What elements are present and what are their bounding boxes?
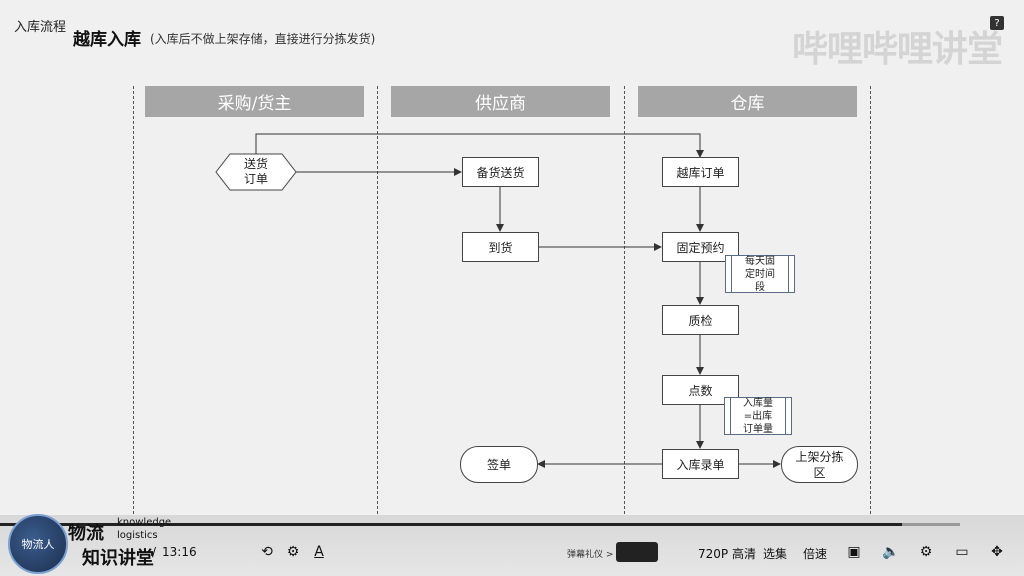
note-line: =出库 <box>743 410 773 422</box>
node-sign: 签单 <box>460 446 538 483</box>
speed-button[interactable]: 倍速 <box>803 547 828 561</box>
danmaku-toggle-icon[interactable]: ▣ <box>847 544 861 560</box>
node-shelve-sort: 上架分拣 区 <box>781 446 858 483</box>
slide-subtitle: (入库后不做上架存储，直接进行分拣发货) <box>150 32 376 46</box>
slide-title: 越库入库 <box>73 30 141 50</box>
node-prepare-ship: 备货送货 <box>462 157 539 187</box>
note-line: 入库量 <box>743 397 773 409</box>
flow-connectors <box>215 133 781 468</box>
avatar[interactable]: 物流人 <box>8 514 68 574</box>
note-appointment: 每天固 定时间 段 <box>725 255 795 293</box>
lane-divider <box>624 86 625 514</box>
danmaku-etiquette-link[interactable]: 弹幕礼仪 > <box>567 550 614 560</box>
node-receipt-entry: 入库录单 <box>662 449 739 479</box>
brand-en-line1: knowledge <box>117 517 172 528</box>
time-separator: / <box>152 545 157 559</box>
help-icon[interactable]: ? <box>990 16 1004 30</box>
watermark-logo: 哔哩哔哩讲堂 <box>791 29 1003 70</box>
loop-icon[interactable]: ⟲ <box>261 544 273 560</box>
settings-gear-icon[interactable]: ⚙ <box>919 544 933 560</box>
node-shelve-line1: 上架分拣 <box>795 449 844 464</box>
danmaku-settings-icon[interactable]: ⚙ <box>286 544 300 560</box>
node-shelve-line2: 区 <box>813 465 826 480</box>
subtitle-icon[interactable]: A <box>314 544 324 560</box>
section-label: 入库流程 <box>14 20 67 35</box>
brand-text-1: 物流 <box>68 523 104 544</box>
slide: 入库流程 越库入库 (入库后不做上架存储，直接进行分拣发货) 哔哩哔哩讲堂 ? … <box>14 16 1004 514</box>
node-deliver-order: 送货 订单 <box>216 154 296 190</box>
fullscreen-icon[interactable]: ✥ <box>991 544 1003 560</box>
node-quality-check: 质检 <box>662 305 739 335</box>
lane-divider <box>133 86 134 514</box>
node-deliver-line2: 订单 <box>243 172 268 186</box>
node-arrival: 到货 <box>462 232 539 262</box>
danmaku-input[interactable] <box>616 542 658 562</box>
note-count: 入库量 =出库 订单量 <box>724 397 792 435</box>
node-deliver-line1: 送货 <box>243 157 268 171</box>
lane-divider <box>377 86 378 514</box>
note-line: 段 <box>755 281 765 293</box>
note-line: 定时间 <box>745 268 775 280</box>
brand-english: knowledge logistics <box>117 516 171 542</box>
node-cross-dock-order: 越库订单 <box>662 157 739 187</box>
picture-in-picture-icon[interactable]: ▭ <box>955 544 969 560</box>
brand-en-line2: logistics <box>117 530 158 541</box>
lane-divider <box>870 86 871 514</box>
progress-fill[interactable] <box>0 523 903 526</box>
time-total: 13:16 <box>162 545 197 559</box>
brand-text-2: 知识讲堂 <box>82 548 154 569</box>
quality-button[interactable]: 720P 高清 <box>698 547 756 561</box>
note-line: 订单量 <box>743 423 773 435</box>
volume-icon[interactable]: 🔈 <box>882 544 900 560</box>
lane-header-supplier: 供应商 <box>391 86 610 117</box>
lane-header-warehouse: 仓库 <box>638 86 857 117</box>
episodes-button[interactable]: 选集 <box>763 547 788 561</box>
lane-header-buyer: 采购/货主 <box>145 86 364 117</box>
note-line: 每天固 <box>745 255 775 267</box>
